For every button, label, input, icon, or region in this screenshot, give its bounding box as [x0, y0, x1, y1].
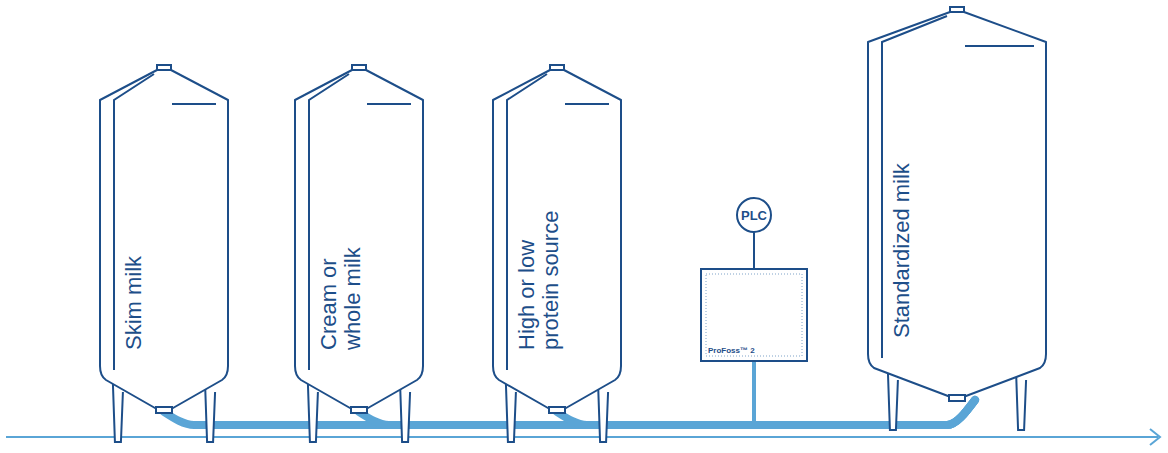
standardized-milk-tank: Standardized milk [868, 12, 1046, 398]
tank-body [868, 12, 1046, 396]
controller-outline [737, 198, 771, 232]
tank-inner-line [367, 103, 411, 105]
tank-outline [100, 70, 228, 446]
tank-body [100, 70, 228, 408]
pipe [359, 400, 975, 425]
tank-leg [308, 384, 318, 442]
plc-controller: PLC [736, 197, 772, 233]
flow-arrow-head [1150, 429, 1160, 445]
tank-body [295, 70, 423, 408]
tank-cap [950, 7, 964, 12]
tank-label: High or low protein source [515, 182, 563, 350]
analyzer-label: ProFoss™ 2 [708, 347, 755, 355]
tank-leg [1016, 372, 1026, 430]
sample-pipe [752, 362, 756, 424]
tank-outlet [156, 407, 172, 413]
tank-cap [550, 65, 564, 70]
tank-inner-line [114, 74, 154, 370]
tank-outlet [949, 395, 965, 401]
signal-wire [753, 233, 755, 268]
tank-leg [888, 372, 898, 430]
tank-body [493, 70, 621, 408]
skim-milk-tank: Skim milk [100, 70, 228, 410]
tank-leg [113, 384, 123, 442]
tank-inner-line [172, 103, 216, 105]
analyzer-screen [706, 274, 802, 356]
cream-tank: Cream or whole milk [295, 70, 423, 410]
tank-cap [352, 65, 366, 70]
flow-arrow-line [6, 436, 1158, 438]
controller-label: PLC [741, 209, 767, 222]
tank-cap [157, 65, 171, 70]
tank-inner-line [565, 103, 609, 105]
profoss-analyzer: ProFoss™ 2 [700, 268, 808, 362]
protein-tank: High or low protein source [493, 70, 621, 410]
tank-inner-line [882, 16, 947, 358]
tank-label: Standardized milk [890, 88, 914, 338]
tank-label: Skim milk [122, 130, 146, 350]
tank-label: Cream or whole milk [317, 225, 365, 350]
analyzer-frame [701, 269, 807, 361]
tank-leg [506, 384, 516, 442]
tank-outlet [549, 407, 565, 413]
tank-inner-line [965, 45, 1034, 47]
tank-leg [598, 384, 608, 442]
tank-leg [205, 384, 215, 442]
tank-leg [400, 384, 410, 442]
tank-outlet [351, 407, 367, 413]
pipe [557, 400, 975, 425]
